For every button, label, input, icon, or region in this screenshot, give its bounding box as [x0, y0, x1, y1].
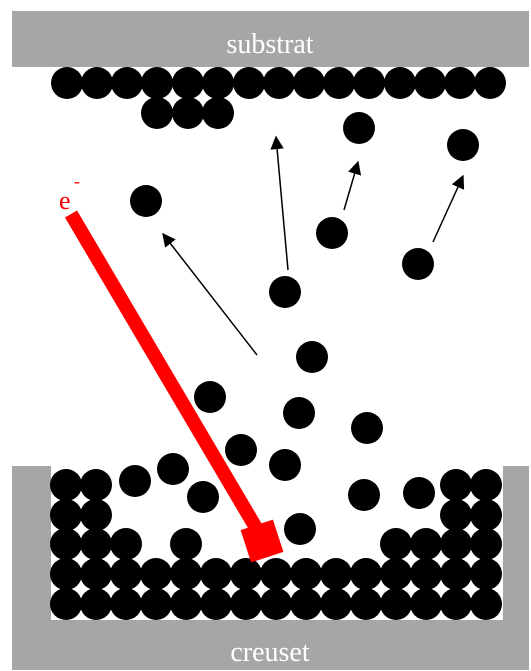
- source-atom: [230, 588, 262, 620]
- source-atom: [410, 528, 442, 560]
- source-atom: [187, 481, 219, 513]
- source-atom: [470, 558, 502, 590]
- film-atom: [141, 67, 173, 99]
- source-atom: [410, 588, 442, 620]
- electron-charge-label: -: [74, 171, 80, 191]
- source-atom: [170, 558, 202, 590]
- film-atom: [353, 67, 385, 99]
- source-atom: [348, 479, 380, 511]
- crucible-left-wall: [12, 466, 51, 624]
- source-atom: [470, 528, 502, 560]
- source-atom: [290, 558, 322, 590]
- vapor-atom: [296, 341, 328, 373]
- source-atom: [403, 477, 435, 509]
- source-atom: [110, 558, 142, 590]
- film-atom: [172, 97, 204, 129]
- source-atom: [380, 558, 412, 590]
- source-atom: [200, 558, 232, 590]
- source-atom: [470, 588, 502, 620]
- vapor-atom: [269, 276, 301, 308]
- source-atom: [170, 528, 202, 560]
- source-atom: [110, 588, 142, 620]
- vapor-atom: [194, 381, 226, 413]
- vapor-atom: [351, 412, 383, 444]
- source-atom: [230, 558, 262, 590]
- source-atom: [119, 465, 151, 497]
- source-atom: [440, 469, 472, 501]
- source-atom: [410, 558, 442, 590]
- source-atom: [80, 588, 112, 620]
- film-atom: [51, 67, 83, 99]
- film-atom: [474, 67, 506, 99]
- source-atom: [350, 588, 382, 620]
- source-atom: [440, 558, 472, 590]
- source-atom: [320, 558, 352, 590]
- trajectory-arrow: [433, 176, 463, 242]
- source-atom: [80, 558, 112, 590]
- film-atom: [111, 67, 143, 99]
- source-atom: [284, 513, 316, 545]
- film-atom: [81, 67, 113, 99]
- trajectory-arrows: [163, 137, 463, 355]
- crucible-label: creuset: [230, 637, 310, 668]
- source-atom: [380, 528, 412, 560]
- source-atom: [110, 528, 142, 560]
- film-atom: [233, 67, 265, 99]
- film-atom: [202, 67, 234, 99]
- film-atom: [444, 67, 476, 99]
- source-atom: [440, 588, 472, 620]
- source-atom: [470, 469, 502, 501]
- source-atom: [440, 499, 472, 531]
- source-atom: [140, 558, 172, 590]
- vapor-atom: [402, 248, 434, 280]
- trajectory-arrow: [163, 234, 257, 355]
- deposited-film-atoms: [51, 67, 506, 129]
- source-atom: [50, 528, 82, 560]
- crucible-right-wall: [503, 466, 529, 624]
- vapor-atom: [447, 129, 479, 161]
- substrate-label: substrat: [226, 29, 313, 60]
- vapor-atom: [316, 217, 348, 249]
- vapor-atom: [225, 434, 257, 466]
- film-atom: [141, 97, 173, 129]
- source-atom: [140, 588, 172, 620]
- source-atom: [470, 499, 502, 531]
- source-atom: [80, 469, 112, 501]
- electron-label: e: [59, 186, 71, 215]
- film-atom: [202, 97, 234, 129]
- source-atom: [50, 558, 82, 590]
- vapor-atom: [283, 397, 315, 429]
- source-atom: [350, 558, 382, 590]
- source-atom: [80, 528, 112, 560]
- film-atom: [384, 67, 416, 99]
- source-atom: [290, 588, 322, 620]
- film-atom: [293, 67, 325, 99]
- source-atom: [320, 588, 352, 620]
- source-atom: [260, 558, 292, 590]
- source-atom: [440, 528, 472, 560]
- film-atom: [263, 67, 295, 99]
- film-atom: [172, 67, 204, 99]
- film-atom: [323, 67, 355, 99]
- vapor-atom: [343, 112, 375, 144]
- vapor-atom: [269, 449, 301, 481]
- source-atom: [200, 588, 232, 620]
- source-atom: [380, 588, 412, 620]
- source-atom: [50, 469, 82, 501]
- source-atom: [80, 499, 112, 531]
- source-atom: [260, 588, 292, 620]
- vapor-atoms: [130, 112, 479, 481]
- vapor-atom: [130, 185, 162, 217]
- source-atom: [157, 453, 189, 485]
- source-atom: [50, 499, 82, 531]
- source-atom: [50, 588, 82, 620]
- film-atom: [414, 67, 446, 99]
- source-atom: [170, 588, 202, 620]
- trajectory-arrow: [276, 137, 288, 270]
- trajectory-arrow: [344, 162, 358, 210]
